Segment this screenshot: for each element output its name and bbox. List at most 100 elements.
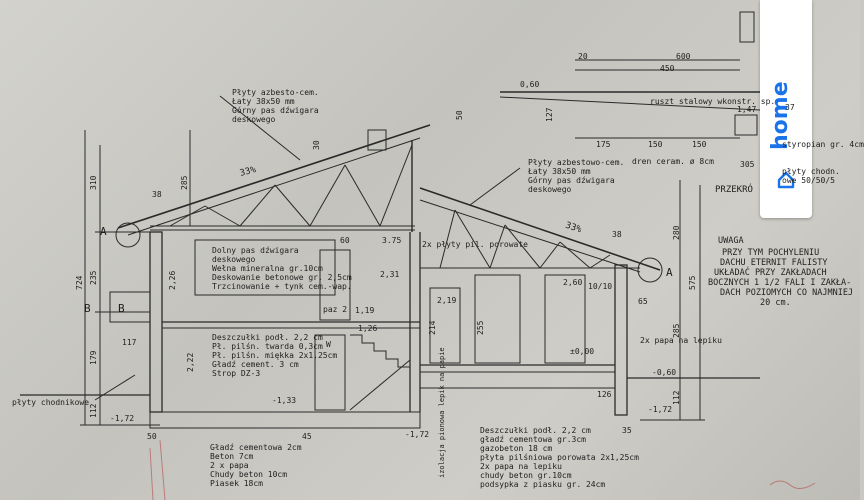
section-marker: B	[84, 302, 91, 315]
drain-label: dren ceram. ø 8cm	[632, 157, 714, 166]
ceiling-label: Wełna mineralna gr.10cm	[212, 264, 323, 273]
slab-label: chudy beton gr.10cm	[480, 471, 572, 480]
dimension: 2,22	[186, 352, 195, 372]
floor-label: Gładź cement. 3 cm	[212, 360, 299, 369]
dimension: 37	[785, 103, 795, 112]
base-label: Gładź cementowa 2cm	[210, 443, 302, 452]
dimension: 3.75	[382, 236, 402, 245]
dimension: 127	[545, 107, 554, 122]
roof-label: deskowego	[528, 185, 572, 194]
dimension: 20	[578, 52, 588, 61]
dimension: -1,33	[272, 396, 297, 405]
note-line: BOCZNYCH 1 1/2 FALI I ZAKŁA-	[708, 278, 852, 288]
dimension: 150	[692, 140, 707, 149]
base-label: Chudy beton 10cm	[210, 470, 288, 479]
slab-label: gazobeton 18 cm	[480, 444, 553, 453]
note-line: PRZY TYM POCHYLENIU	[722, 248, 820, 258]
dimension: 0,60	[520, 80, 540, 89]
section-marker: B	[118, 302, 125, 315]
ceiling-label: Deskowanie betonowe gr. 2,5cm	[212, 273, 352, 282]
base-label: 2 x papa	[210, 461, 249, 470]
dimension: 112	[672, 390, 681, 405]
slab-label: płyta pilśniowa porowata 2x1,25cm	[480, 453, 639, 462]
note-line: 20 cm.	[760, 298, 791, 308]
slab-label: 2x papa na lepiku	[480, 462, 562, 471]
dimension: -1,72	[405, 430, 430, 439]
dimension: 2,19	[437, 296, 457, 305]
dimension: 50	[147, 432, 157, 441]
dimension: 724	[75, 275, 84, 290]
dimension: 35	[622, 426, 632, 435]
dimension: 30	[312, 140, 321, 150]
dimension: 10/10	[588, 282, 613, 291]
dimension: 1,26	[358, 324, 378, 333]
dimension: 285	[180, 175, 189, 190]
ceiling-label: deskowego	[212, 255, 256, 264]
roof-label: Górny pas dźwigara	[232, 106, 319, 115]
tar-paper-label: 2x papa na lepiku	[640, 336, 722, 345]
dimension: 150	[648, 140, 663, 149]
section-title: PRZEKRÓ	[715, 185, 753, 195]
dimension: 575	[688, 275, 697, 290]
section-marker: A	[100, 225, 107, 238]
dimension: 2,60	[563, 278, 583, 287]
slab-label: Deszczułki podł. 2,2 cm	[480, 426, 591, 435]
roof-label: Płyty azbestowo-cem.	[528, 158, 625, 167]
fibreboard-label: 2x płyty pil. porowate	[422, 240, 528, 249]
floor-label: Pł. pilśn. twarda 0,3cm	[212, 342, 323, 351]
dimension: 175	[596, 140, 611, 149]
base-label: Beton 7cm	[210, 452, 254, 461]
slab-label: gładź cementowa gr.3cm	[480, 435, 586, 444]
ceiling-label: Dolny pas dźwigara	[212, 246, 299, 255]
note-line: DACH POZIOMYCH CO NAJMNIEJ	[720, 288, 854, 298]
dimension: 214	[428, 320, 437, 335]
dimension: 179	[89, 350, 98, 365]
dimension: 126	[597, 390, 612, 399]
door-label: paz 2	[323, 305, 348, 314]
dimension: 45	[302, 432, 312, 441]
dimension: 1,19	[355, 306, 375, 315]
dimension: -0,60	[652, 368, 677, 377]
brand-logo[interactable]: home	[760, 0, 812, 218]
dimension: 50	[455, 110, 464, 120]
section-marker: A	[666, 266, 673, 279]
dimension: 2,26	[168, 270, 177, 290]
roof-label: deskowego	[232, 115, 276, 124]
door-label: W	[326, 340, 331, 349]
floor-label: Deszczułki podł. 2,2 cm	[212, 333, 323, 342]
note-line: DACHU ETERNIT FALISTY	[720, 258, 828, 268]
paving-label-right: płyty chodn.	[782, 167, 840, 176]
styrofoam-label: styropian gr. 4cm	[782, 140, 864, 149]
roof-label: Łaty 38x50 mm	[232, 97, 295, 106]
note-title: UWAGA	[718, 236, 744, 246]
insulation-label: izolacja pionowa lepik na papie	[438, 347, 446, 478]
dimension: 310	[89, 175, 98, 190]
dimension: 65	[638, 297, 648, 306]
base-label: Piasek 18cm	[210, 479, 263, 488]
paving-label: płyty chodnikowe	[12, 398, 90, 407]
dimension: 305	[740, 160, 755, 169]
dimension: 38	[612, 230, 622, 239]
dimension: 60	[340, 236, 350, 245]
floor-label: Pł. pilśn. miękka 2x1,25cm	[212, 351, 338, 360]
roof-label: Łaty 38x50 mm	[528, 167, 591, 176]
roof-label: Płyty azbesto-cem.	[232, 88, 319, 97]
dimension: 112	[89, 403, 98, 418]
dimension: 600	[676, 52, 691, 61]
dimension: -1,72	[648, 405, 673, 414]
dimension: ±0,00	[570, 347, 595, 356]
slab-label: podsypka z piasku gr. 24cm	[480, 480, 606, 489]
dimension: 38	[152, 190, 162, 199]
roof-label: Górny pas dźwigara	[528, 176, 615, 185]
dimension: 450	[660, 64, 675, 73]
grate-label: ruszt stalowy wkonstr. sp.	[650, 97, 776, 106]
dimension: 235	[89, 270, 98, 285]
dimension: 1,47	[737, 105, 757, 114]
note-line: UKŁADAĆ PRZY ZAKŁADACH	[714, 268, 827, 278]
house-icon	[777, 171, 795, 189]
dimension: 285	[672, 323, 681, 338]
dimension: 2,31	[380, 270, 400, 279]
dimension: 280	[672, 225, 681, 240]
